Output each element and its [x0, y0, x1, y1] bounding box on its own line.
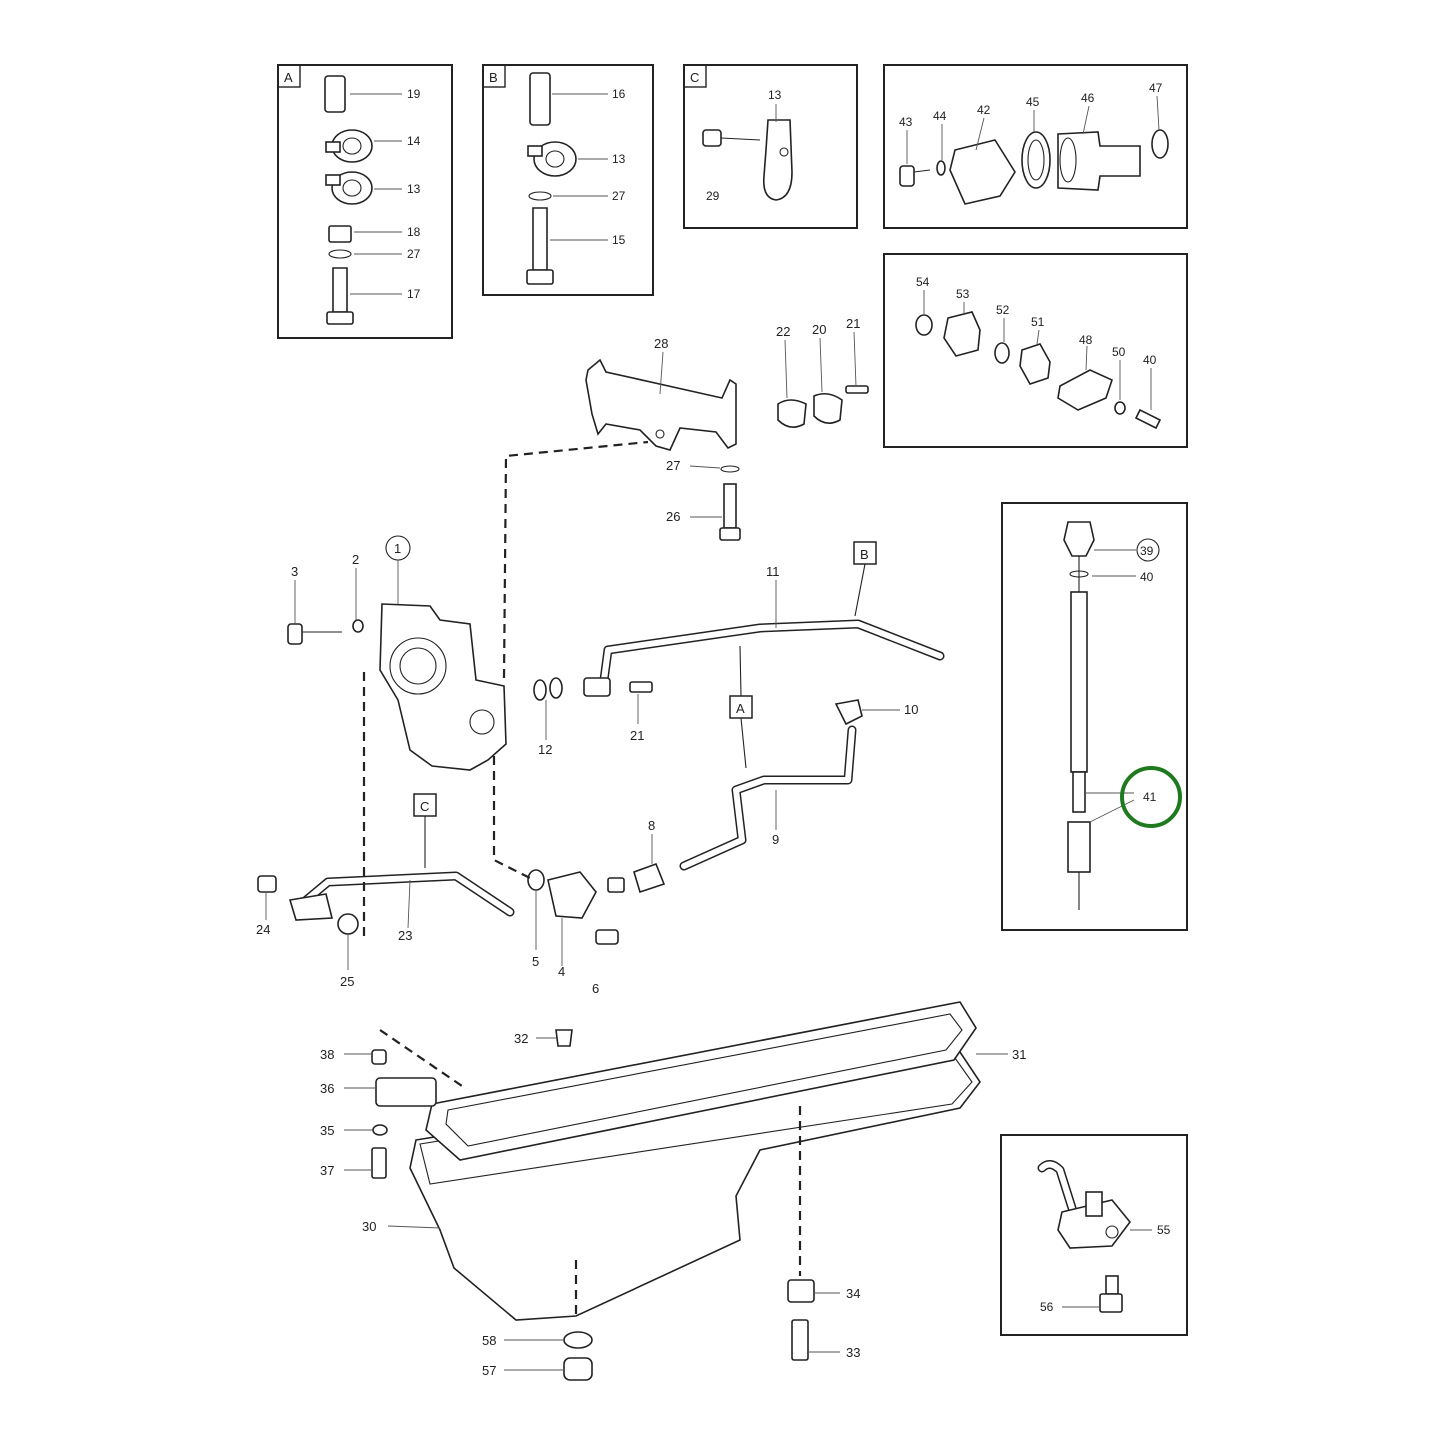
inset-c-tag: C [690, 70, 699, 85]
label-2: 2 [352, 552, 359, 567]
label-22: 22 [776, 324, 790, 339]
label-36: 36 [320, 1081, 334, 1096]
label-24: 24 [256, 922, 270, 937]
inset-f-label-2: 40 [1140, 570, 1154, 584]
label-35: 35 [320, 1123, 334, 1138]
label-5: 5 [532, 954, 539, 969]
label-8: 8 [648, 818, 655, 833]
inset-b-label-1: 16 [612, 87, 626, 101]
inset-b-label-4: 15 [612, 233, 626, 247]
inset-e-label-4: 51 [1031, 315, 1045, 329]
inset-f: 39 40 41 [1001, 502, 1188, 931]
oil-pan [371, 1001, 981, 1381]
inset-b-tag: B [489, 70, 498, 85]
label-23: 23 [398, 928, 412, 943]
inset-b-label-2: 13 [612, 152, 626, 166]
inset-a-label-1: 19 [407, 87, 421, 101]
inset-e-label-5: 48 [1079, 333, 1093, 347]
inset-d-label-5: 46 [1081, 91, 1095, 105]
label-57: 57 [482, 1363, 496, 1378]
label-11: 11 [766, 564, 780, 579]
label-27: 27 [666, 458, 680, 473]
inset-e-label-3: 52 [996, 303, 1010, 317]
label-21b: 21 [630, 728, 644, 743]
inset-e-label-2: 53 [956, 287, 970, 301]
inset-a-label-6: 17 [407, 287, 421, 301]
inset-g-label-1: 55 [1157, 1223, 1171, 1237]
inset-d-label-1: 43 [899, 115, 913, 129]
label-10: 10 [904, 702, 918, 717]
inset-e-label-1: 54 [916, 275, 930, 289]
label-20: 20 [812, 322, 826, 337]
inset-a-label-3: 13 [407, 182, 421, 196]
inset-d-label-6: 47 [1149, 81, 1163, 95]
label-34: 34 [846, 1286, 860, 1301]
inset-b: B 16 13 27 15 [482, 64, 654, 296]
inset-e-label-6: 50 [1112, 345, 1126, 359]
label-37: 37 [320, 1163, 334, 1178]
label-9: 9 [772, 832, 779, 847]
callout-tag-a: A [736, 701, 745, 716]
label-58: 58 [482, 1333, 496, 1348]
inset-c-label-2: 29 [706, 189, 720, 203]
label-33: 33 [846, 1345, 860, 1360]
inset-b-label-3: 27 [612, 189, 626, 203]
label-31: 31 [1012, 1047, 1026, 1062]
label-28: 28 [654, 336, 668, 351]
pipes [299, 619, 945, 917]
label-26: 26 [666, 509, 680, 524]
label-4: 4 [558, 964, 565, 979]
label-25: 25 [340, 974, 354, 989]
inset-c: C 13 29 [683, 64, 858, 229]
label-21a: 21 [846, 316, 860, 331]
inset-f-label-1: 39 [1140, 544, 1154, 558]
fittings [257, 677, 863, 945]
inset-a-tag: A [284, 70, 293, 85]
inset-a-label-2: 14 [407, 134, 421, 148]
label-1: 1 [394, 541, 401, 556]
label-30: 30 [362, 1219, 376, 1234]
inset-a-label-4: 18 [407, 225, 421, 239]
inset-a-label-5: 27 [407, 247, 421, 261]
callout-tag-c: C [420, 799, 429, 814]
inset-d-label-4: 45 [1026, 95, 1040, 109]
label-32: 32 [514, 1031, 528, 1046]
inset-e: 54 53 52 51 48 50 40 [883, 253, 1188, 448]
label-6: 6 [592, 981, 599, 996]
inset-d-label-3: 42 [977, 103, 991, 117]
highlighted-label: 41 [1143, 790, 1157, 804]
inset-g-label-2: 56 [1040, 1300, 1054, 1314]
bracket-assembly [585, 358, 869, 541]
highlight-circle [1120, 766, 1182, 828]
inset-d: 43 44 42 45 46 47 [883, 64, 1188, 229]
inset-d-label-2: 44 [933, 109, 947, 123]
oil-pump [287, 603, 507, 771]
callout-tags: B A C [413, 541, 877, 868]
inset-e-label-7: 40 [1143, 353, 1157, 367]
inset-c-label-1: 13 [768, 88, 782, 102]
label-12: 12 [538, 742, 552, 757]
label-38: 38 [320, 1047, 334, 1062]
inset-a: A 19 14 13 18 27 17 [277, 64, 453, 339]
callout-tag-b: B [860, 547, 869, 562]
label-3: 3 [291, 564, 298, 579]
alignment-lines [362, 440, 802, 1320]
inset-g: 55 56 [1000, 1134, 1188, 1336]
leader-lines [265, 331, 1008, 1371]
main-labels: 1 2 3 28 22 20 21 27 26 11 12 21 10 8 9 … [256, 316, 1026, 1378]
